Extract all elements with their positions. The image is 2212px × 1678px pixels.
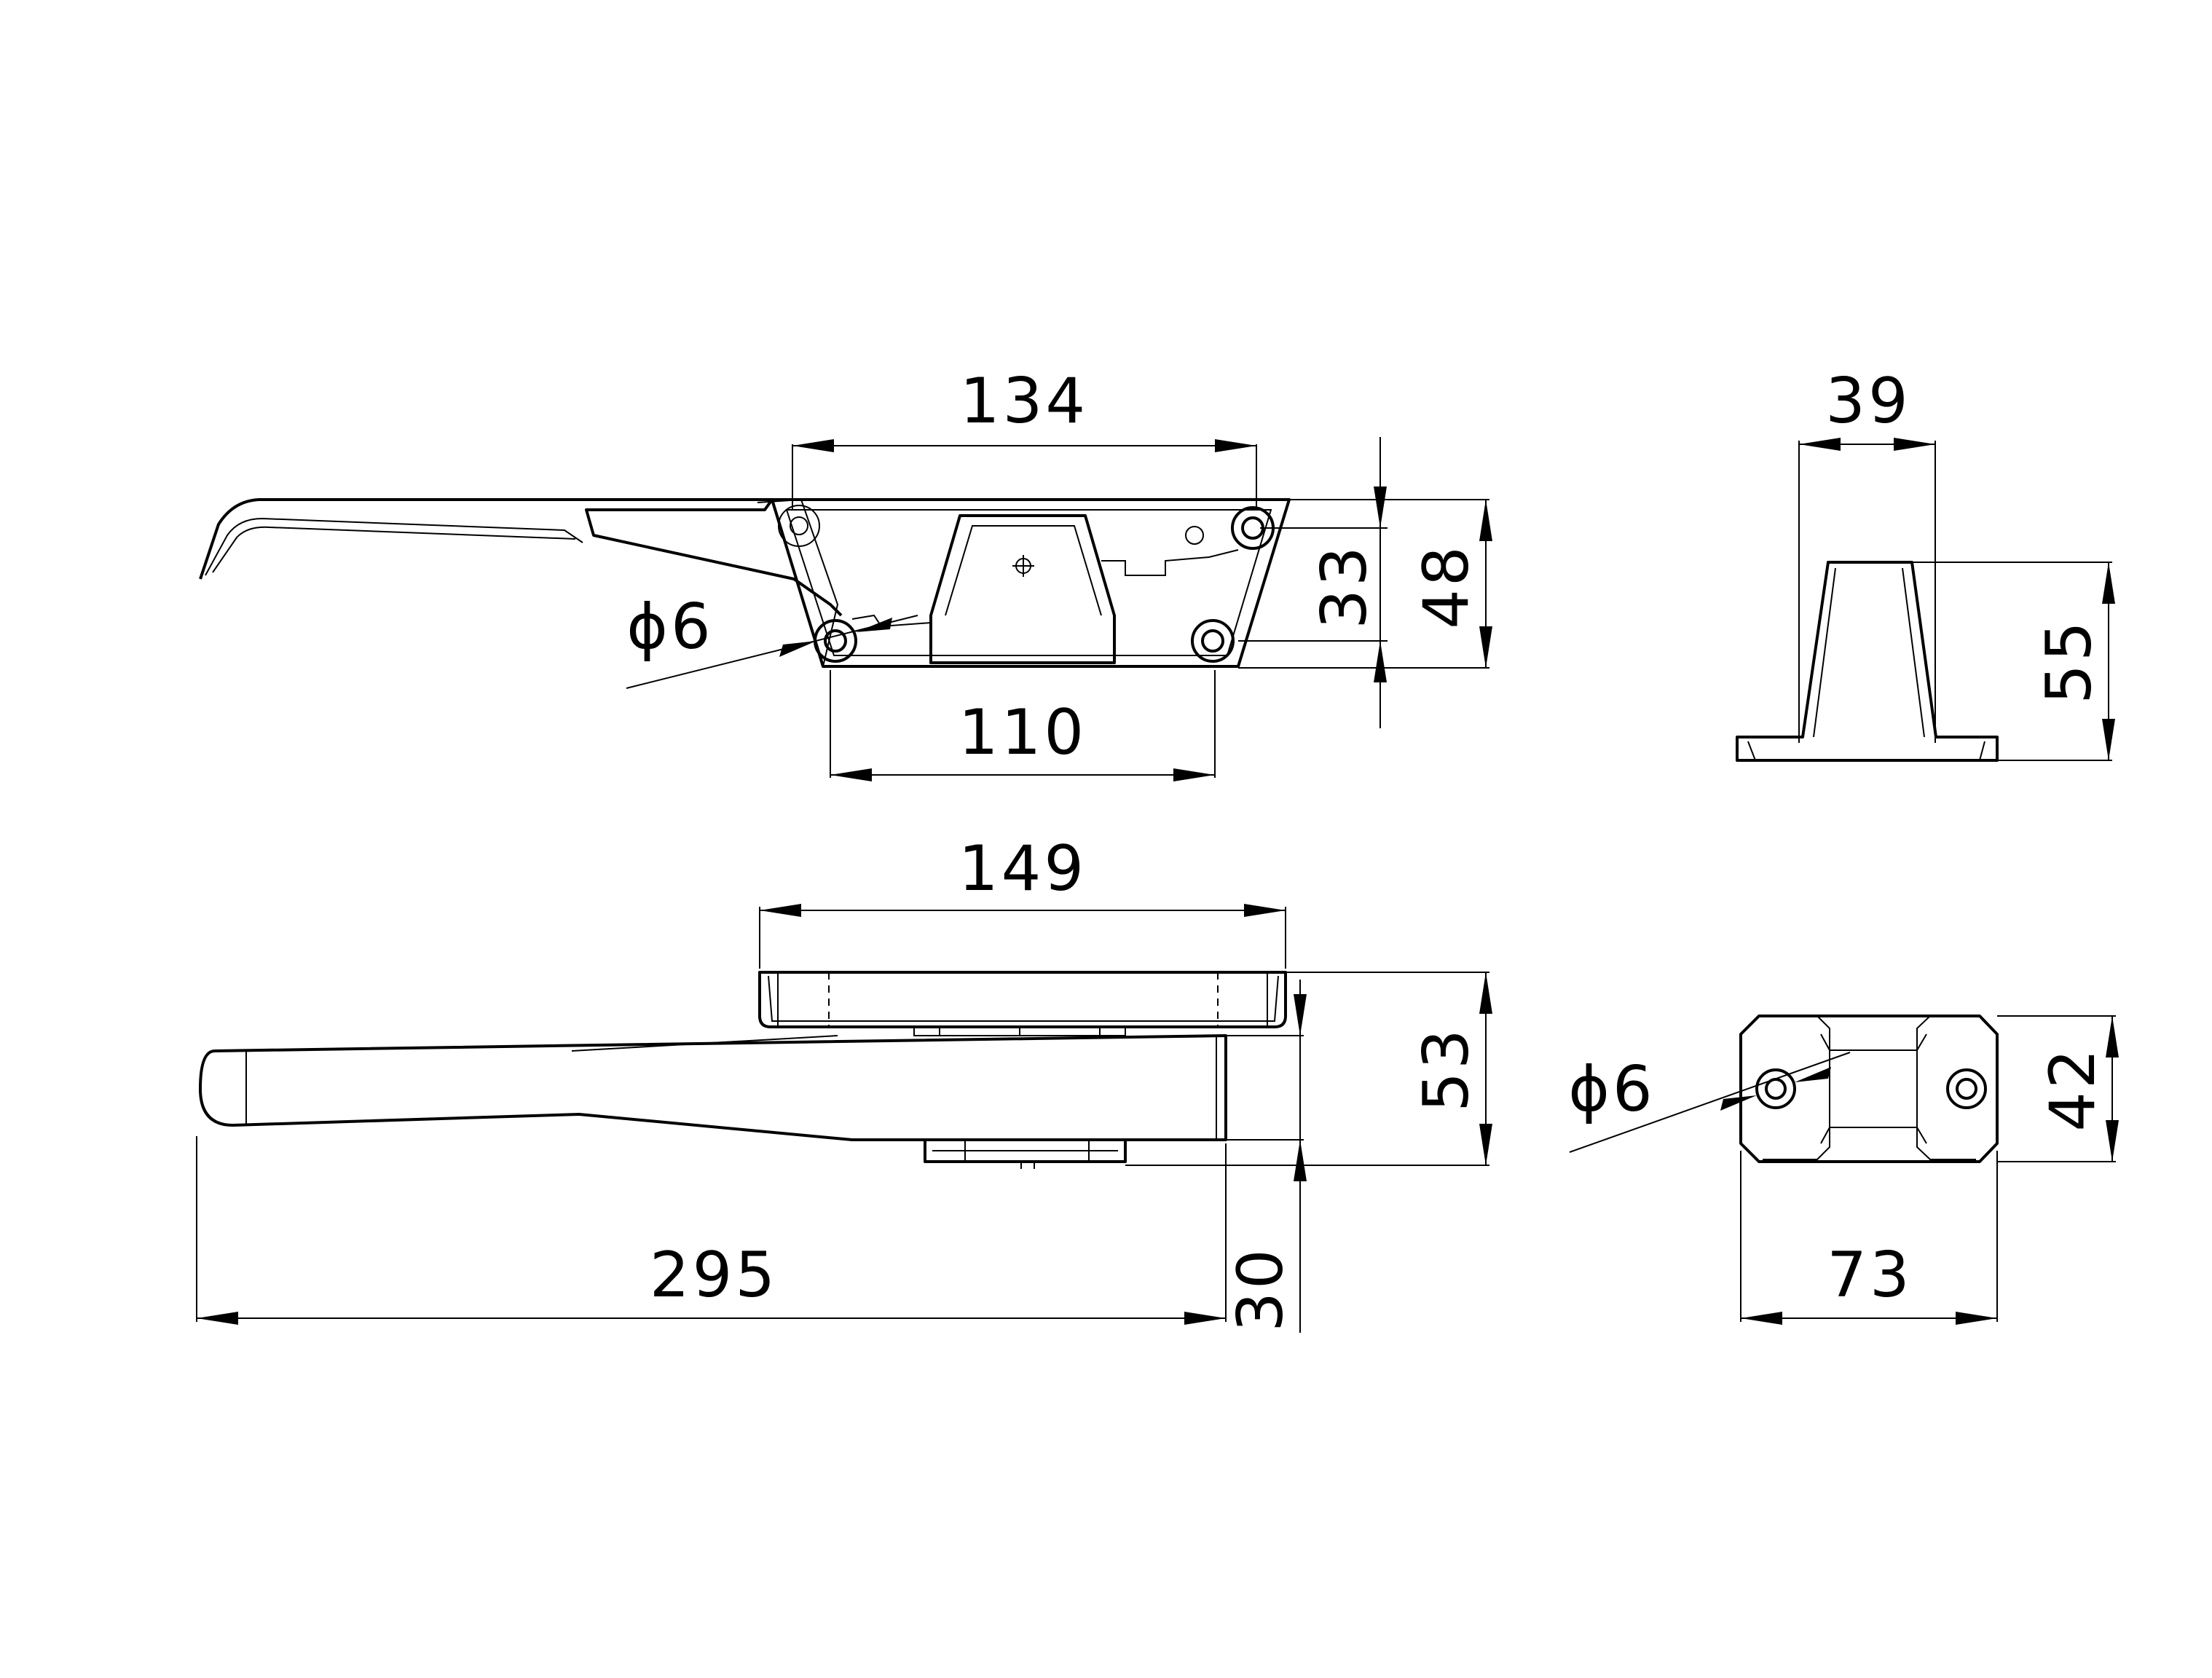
mount-hole-top-left (778, 505, 820, 547)
base-plate-inner (768, 972, 1279, 1027)
keeper-outline (1739, 1015, 1999, 1163)
handle-inner-line (205, 517, 583, 576)
left-recess (851, 614, 932, 628)
center-hole (1012, 555, 1034, 577)
lower-boss (924, 1138, 1127, 1163)
side-profile-inner (1747, 567, 1985, 761)
handle-top-line (571, 1035, 838, 1052)
dim-text-phi6-top: ϕ6 (626, 591, 713, 663)
dim-text-110: 110 (959, 696, 1087, 769)
keeper-left-bevel (1763, 1015, 1830, 1160)
latch-front-view: 134 110 33 48 ϕ6 (199, 365, 1492, 781)
dim-text-134: 134 (960, 365, 1088, 438)
dim-text-42: 42 (2036, 1046, 2109, 1131)
dim-text-295: 295 (650, 1239, 778, 1312)
dim-text-39: 39 (1825, 365, 1910, 438)
keeper-hole-right (1946, 1068, 1987, 1109)
dim-text-53: 53 (1410, 1026, 1483, 1111)
latch-top-view: 149 53 30 295 (196, 832, 1492, 1333)
latch-notch (1101, 549, 1239, 576)
handle-outline (199, 498, 843, 617)
dim-text-55: 55 (2033, 618, 2106, 704)
dim-text-30: 30 (1224, 1246, 1297, 1331)
spacers (913, 1027, 1126, 1036)
center-boss (929, 514, 1116, 664)
dim-text-149: 149 (959, 832, 1087, 905)
keeper-right-bevel (1916, 1015, 1976, 1160)
latch-body-left-cutout (757, 498, 839, 667)
side-profile-outline (1736, 561, 1999, 762)
mount-hole-bottom-right (1191, 619, 1235, 663)
handle-inner-line-2 (212, 526, 576, 573)
dim-text-33: 33 (1308, 543, 1381, 629)
lower-boss-detail (932, 1140, 1118, 1169)
keeper-center-channel (1820, 1033, 1927, 1144)
leader-phi6-bottom (1569, 1052, 1851, 1153)
handle-top-outline (199, 1034, 1227, 1141)
small-hole (1185, 526, 1204, 545)
keeper-hole-left (1755, 1068, 1796, 1109)
dim-text-phi6-bottom: ϕ6 (1568, 1053, 1655, 1126)
latch-body-outline (771, 498, 1291, 668)
dim-text-73: 73 (1827, 1239, 1912, 1312)
base-plate (758, 971, 1287, 1028)
dim-text-48: 48 (1410, 543, 1483, 629)
center-boss-inner (945, 525, 1102, 616)
latch-body-inner-line (785, 509, 1272, 656)
keeper-top-view: ϕ6 42 73 (1568, 1015, 2119, 1325)
latch-side-view: 39 55 (1736, 365, 2115, 762)
